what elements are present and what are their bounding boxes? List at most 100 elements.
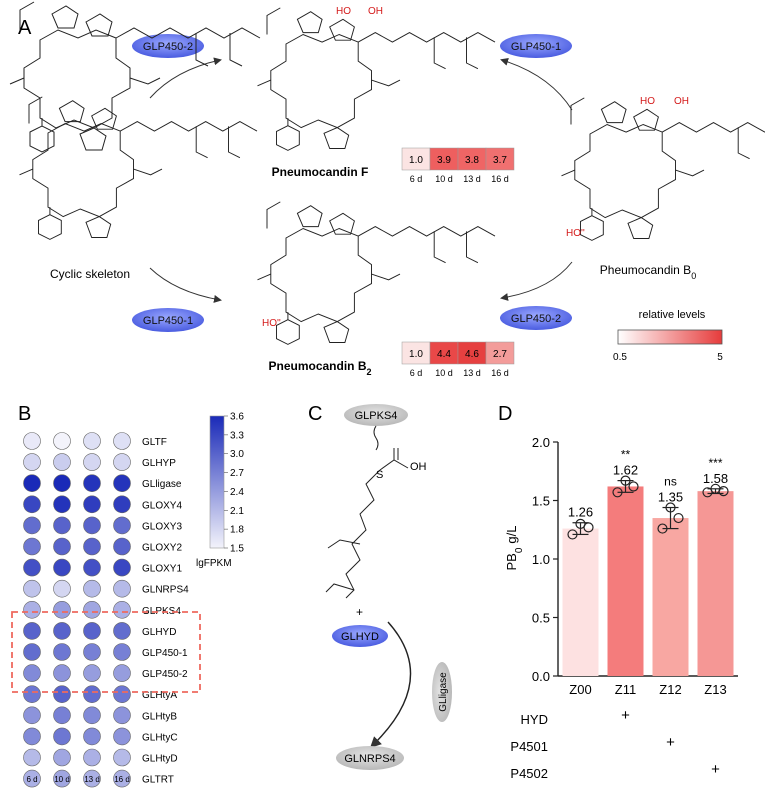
ylabel-sub: 0 bbox=[514, 547, 525, 553]
expression-dot bbox=[23, 579, 41, 598]
gene-label: GLHtyD bbox=[142, 754, 178, 765]
svg-text:HO'': HO'' bbox=[262, 318, 281, 329]
arrow-pb0-to-pb2 bbox=[500, 261, 573, 301]
enzyme-oval-bottom-right: GLP450-2 bbox=[500, 306, 572, 330]
expression-dot bbox=[83, 516, 101, 535]
expression-dot bbox=[113, 622, 131, 640]
svg-text:OH: OH bbox=[674, 96, 689, 107]
gene-label: GLP450-2 bbox=[142, 669, 188, 680]
svg-text:HO: HO bbox=[640, 96, 655, 107]
x-tick-label: Z11 bbox=[615, 682, 636, 697]
expression-dot bbox=[53, 432, 71, 450]
molecule-pneumocandin-f bbox=[257, 7, 496, 151]
colorbar-label: lgFPKM bbox=[196, 558, 232, 569]
condition-label: HYD bbox=[521, 712, 548, 727]
significance-label: *** bbox=[708, 456, 722, 470]
expression-dot bbox=[23, 474, 41, 493]
colorbar-ticks: 3.63.33.02.72.42.11.81.5 bbox=[224, 412, 244, 555]
data-point bbox=[673, 512, 684, 524]
data-point bbox=[710, 483, 721, 494]
svg-text:HO'': HO'' bbox=[566, 228, 585, 239]
expression-dot bbox=[113, 600, 131, 619]
expression-dot bbox=[83, 432, 101, 450]
hyd-label: GLHYD bbox=[341, 631, 379, 643]
expression-dot bbox=[83, 727, 101, 746]
expression-dot bbox=[83, 537, 101, 556]
colorbar-tick-label: 2.7 bbox=[230, 468, 244, 479]
expression-dot bbox=[113, 685, 131, 704]
expression-dot bbox=[113, 748, 131, 767]
expression-dot bbox=[83, 706, 101, 725]
expression-dot bbox=[53, 643, 71, 661]
molecule-cyclic-skeleton bbox=[19, 96, 258, 240]
gene-label: GLNRPS4 bbox=[142, 585, 189, 596]
expression-dot bbox=[83, 769, 101, 788]
heatmap-value: 3.8 bbox=[465, 155, 479, 166]
highlight-box bbox=[11, 611, 201, 693]
condition-mark: + bbox=[621, 707, 630, 724]
arrow-cyclic-to-pb2 bbox=[149, 267, 222, 303]
x-tick-label: Z13 bbox=[704, 682, 726, 697]
compound-name-pb2: Pneumocandin B2 bbox=[268, 359, 371, 377]
pb0-sub: 0 bbox=[691, 271, 696, 281]
value-label: 1.62 bbox=[613, 463, 638, 478]
expression-dot bbox=[53, 769, 71, 788]
enzyme-label: GLP450-2 bbox=[511, 313, 561, 325]
significance-label: ** bbox=[621, 448, 631, 462]
heatmap-day-label: 10 d bbox=[435, 368, 453, 378]
expression-dot bbox=[23, 769, 41, 788]
day-label: 13 d bbox=[84, 775, 100, 784]
expression-dot bbox=[23, 558, 41, 577]
condition-mark: + bbox=[666, 734, 675, 751]
bar bbox=[652, 518, 689, 676]
legend-min: 0.5 bbox=[613, 352, 627, 363]
bar bbox=[562, 528, 599, 676]
colorbar-tick-label: 3.0 bbox=[230, 449, 244, 460]
expression-dot bbox=[83, 622, 101, 640]
colorbar-tick-label: 2.1 bbox=[230, 506, 244, 517]
data-point bbox=[575, 518, 586, 530]
expression-dot bbox=[53, 600, 71, 619]
colorbar-tick-label: 3.3 bbox=[230, 430, 244, 441]
expression-dot bbox=[113, 727, 131, 746]
expression-dot bbox=[23, 537, 41, 556]
heatmap-value: 1.0 bbox=[409, 155, 423, 166]
expression-dot bbox=[113, 453, 131, 471]
colorbar-tick-label: 1.5 bbox=[230, 544, 244, 555]
expression-dot bbox=[113, 558, 131, 577]
value-label: 1.58 bbox=[703, 471, 728, 486]
expression-dot bbox=[53, 537, 71, 556]
bar bbox=[697, 491, 734, 676]
y-tick-label: 2.0 bbox=[532, 435, 550, 450]
gene-label: GLHtyB bbox=[142, 711, 177, 722]
y-tick-label: 1.5 bbox=[532, 494, 550, 509]
heatmap-value: 3.9 bbox=[437, 155, 451, 166]
pb0-bar-chart: 0.00.51.01.52.01.26Z001.62**Z111.35nsZ12… bbox=[510, 435, 738, 781]
gene-label: GLHYD bbox=[142, 627, 176, 638]
expression-dot bbox=[83, 748, 101, 767]
legend-gradient bbox=[617, 329, 723, 345]
expression-dot bbox=[113, 432, 131, 450]
gene-label: GLTRT bbox=[142, 775, 174, 786]
enzyme-oval-bottom-left: GLP450-1 bbox=[132, 308, 204, 332]
compound-name-cyclic: Cyclic skeleton bbox=[50, 267, 130, 281]
expression-dot bbox=[23, 495, 41, 514]
ylabel-main: PB bbox=[504, 553, 519, 570]
heatmap-pneumocandin-f: 1.06 d3.910 d3.813 d3.716 d bbox=[401, 147, 515, 184]
heatmap-day-label: 13 d bbox=[463, 174, 481, 184]
enzyme-oval-top-left: GLP450-2 bbox=[132, 34, 204, 58]
molecule-pneumocandin-b0 bbox=[561, 97, 765, 241]
expression-dot bbox=[83, 474, 101, 493]
gene-label: GLPKS4 bbox=[142, 606, 181, 617]
expression-dot bbox=[83, 685, 101, 704]
colorbar: 3.63.33.02.72.42.11.81.5 lgFPKM bbox=[196, 412, 244, 570]
expression-dot bbox=[53, 453, 71, 471]
expression-dot bbox=[53, 579, 71, 598]
expression-dot-grid: GLTFGLHYPGLligaseGLOXY4GLOXY3GLOXY2GLOXY… bbox=[23, 432, 189, 788]
data-point bbox=[620, 475, 631, 486]
expression-dot bbox=[53, 748, 71, 767]
hydroxyl-group: OH bbox=[410, 461, 427, 473]
nrps-label: GLNRPS4 bbox=[344, 753, 395, 765]
expression-dot bbox=[23, 748, 41, 767]
